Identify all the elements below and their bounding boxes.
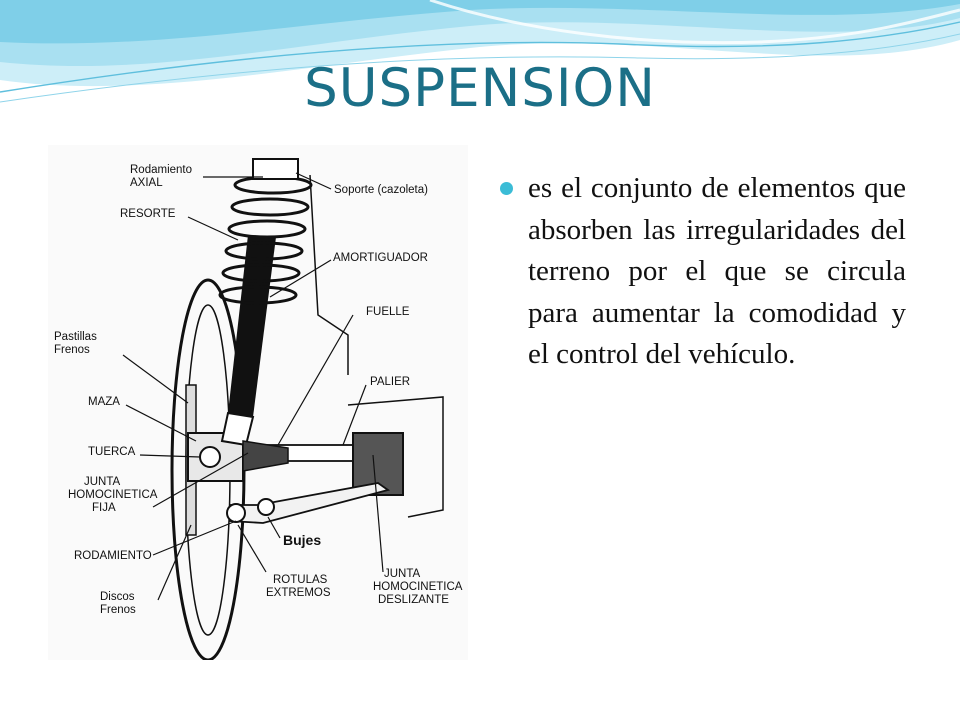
label-resorte: RESORTE (120, 208, 176, 220)
label-amortiguador: AMORTIGUADOR (333, 252, 428, 264)
outer-boot (242, 440, 289, 472)
bushing (257, 498, 275, 516)
label-palier: PALIER (370, 376, 410, 388)
leader-lines (122, 172, 384, 601)
label-rotulas: ROTULAS EXTREMOS (266, 574, 331, 599)
top-mount (252, 158, 299, 180)
suspension-diagram: Rodamiento AXIAL Soporte (cazoleta) RESO… (48, 145, 468, 660)
label-maza: MAZA (88, 396, 120, 408)
label-soporte: Soporte (cazoleta) (334, 184, 428, 196)
label-junta-fija: JUNTA HOMOCINETICA FIJA (68, 476, 160, 514)
label-fuelle: FUELLE (366, 306, 410, 318)
label-junta-deslizante: JUNTA HOMOCINETICA DESLIZANTE (373, 568, 465, 606)
hub-nut (199, 446, 221, 468)
strut-lower (220, 411, 255, 447)
bullet-list: es el conjunto de elementos que absorben… (500, 168, 906, 376)
label-tuerca: TUERCA (88, 446, 136, 458)
shock-absorber (228, 235, 276, 417)
label-discos: Discos Frenos (100, 591, 138, 616)
control-arm (229, 482, 391, 524)
header-wave-decoration (0, 0, 960, 103)
slide-title: SUSPENSION (304, 58, 656, 119)
label-rodamiento: RODAMIENTO (74, 550, 152, 562)
coil-spring (218, 175, 313, 305)
ball-joint (226, 503, 246, 523)
subframe (347, 396, 444, 518)
label-pastillas: Pastillas Frenos (54, 331, 100, 356)
label-rodamiento-axial: Rodamiento AXIAL (130, 164, 195, 189)
body-panel (309, 174, 349, 375)
label-bujes: Bujes (283, 532, 321, 548)
bullet-item: es el conjunto de elementos que absorben… (528, 172, 906, 370)
bullet-dot-icon (500, 182, 513, 195)
